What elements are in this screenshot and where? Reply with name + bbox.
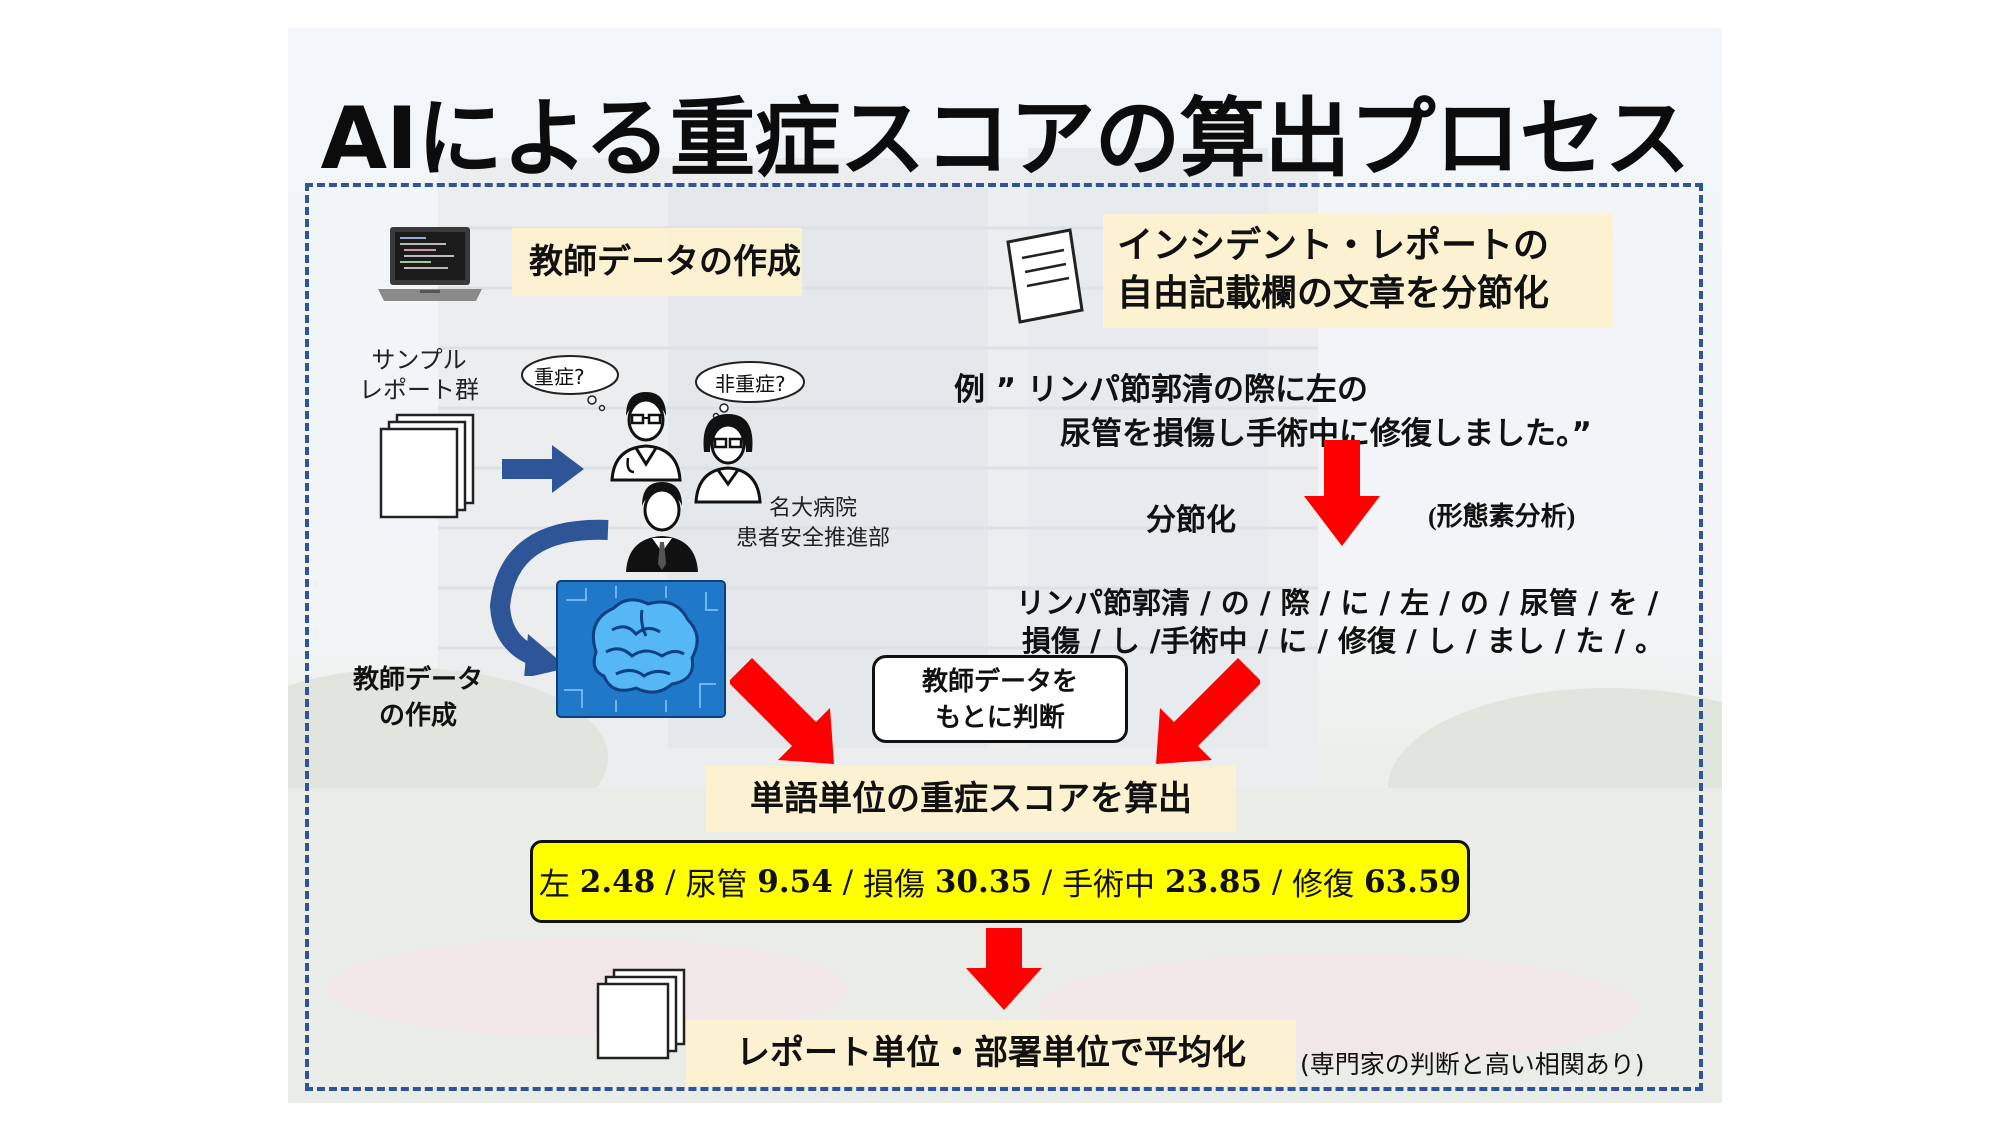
red-diagonal-arrow-left	[730, 658, 834, 764]
score-value-3: 23.85	[1164, 863, 1262, 900]
document-stack-icon	[596, 968, 686, 1060]
judgment-box: 教師データを もとに判断	[872, 655, 1128, 743]
dept-label-line1: 名大病院	[768, 496, 857, 521]
segmented-line2: 損傷 / し /手術中 / に / 修復 / し / まし / た / 。	[1022, 624, 1665, 658]
score-value-0: 2.48	[579, 863, 656, 900]
morphological-analysis-label: (形態素分析)	[1428, 502, 1576, 531]
process-frame	[305, 183, 1703, 1091]
score-word-2: 損傷	[862, 867, 925, 903]
red-down-arrow	[966, 928, 1042, 1010]
ai-brain-icon	[556, 580, 726, 718]
judgment-line2: もとに判断	[935, 703, 1065, 733]
red-diagonal-arrow-right	[1156, 658, 1260, 764]
segmented-line1: リンパ節郭清 / の / 際 / に / 左 / の / 尿管 / を /	[1016, 586, 1659, 620]
page-title: AIによる重症スコアの算出プロセス	[320, 89, 1691, 189]
sample-reports-label-line1: サンプル	[371, 346, 467, 374]
score-word-3: 手術中	[1062, 867, 1156, 903]
score-value-4: 63.59	[1364, 863, 1462, 900]
word-score-box: 左 2.48 / 尿管 9.54 / 損傷 30.35 / 手術中 23.85 …	[530, 840, 1470, 923]
ai-teacher-label-line2: の作成	[378, 701, 457, 731]
score-word-1: 尿管	[685, 867, 748, 903]
score-value-1: 9.54	[757, 863, 833, 900]
sample-reports-label-line2: レポート群	[359, 376, 479, 404]
red-down-arrow	[1304, 440, 1380, 546]
average-heading: レポート単位・部署単位で平均化	[686, 1020, 1296, 1086]
male-doctor-icon	[610, 392, 682, 482]
ai-teacher-label-line1: 教師データ	[352, 665, 483, 695]
businessman-icon	[626, 482, 698, 572]
judgment-line1: 教師データを	[921, 667, 1078, 697]
bubble-severe-label: 重症?	[534, 365, 585, 389]
incident-report-heading: インシデント・レポートの 自由記載欄の文章を分節化	[1103, 214, 1613, 328]
bubble-non-severe-label: 非重症?	[715, 372, 786, 396]
document-icon	[1006, 228, 1084, 324]
incident-heading-line2: 自由記載欄の文章を分節化	[1117, 273, 1550, 314]
segmentation-label: 分節化	[1146, 503, 1236, 538]
slide: AIによる重症スコアの算出プロセス 教師データの作成 サンプル レポート群 重症…	[288, 28, 1722, 1103]
score-calc-heading: 単語単位の重症スコアを算出	[706, 766, 1236, 832]
score-value-2: 30.35	[934, 863, 1032, 900]
speech-bubble-icon	[521, 355, 619, 412]
female-doctor-icon	[694, 414, 762, 504]
incident-heading-line1: インシデント・レポートの	[1117, 225, 1550, 266]
score-word-0: 左	[538, 867, 570, 903]
laptop-icon	[378, 227, 482, 301]
example-line1: 例 ” リンパ節郭清の際に左の	[954, 372, 1368, 408]
score-word-4: 修復	[1292, 867, 1355, 903]
correlation-note: (専門家の判断と高い相関あり)	[1300, 1050, 1645, 1079]
document-stack-icon	[379, 413, 475, 519]
dept-label-line2: 患者安全推進部	[735, 526, 890, 551]
blue-right-arrow	[502, 445, 584, 493]
teacher-data-heading: 教師データの作成	[512, 228, 802, 296]
speech-bubble-icon	[695, 361, 805, 420]
